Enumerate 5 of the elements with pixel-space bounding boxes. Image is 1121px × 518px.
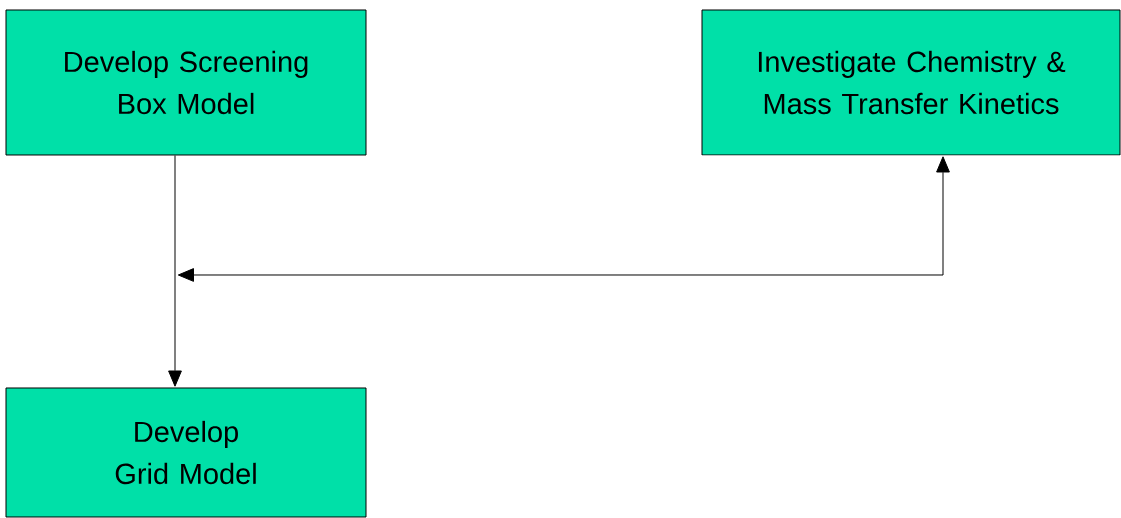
arrow [177,156,950,282]
process-box: Develop Grid Model [5,387,367,518]
process-box: Investigate Chemistry & Mass Transfer Kinetics [701,9,1121,156]
arrow [168,155,182,387]
process-box: Develop Screening Box Model [5,9,367,156]
